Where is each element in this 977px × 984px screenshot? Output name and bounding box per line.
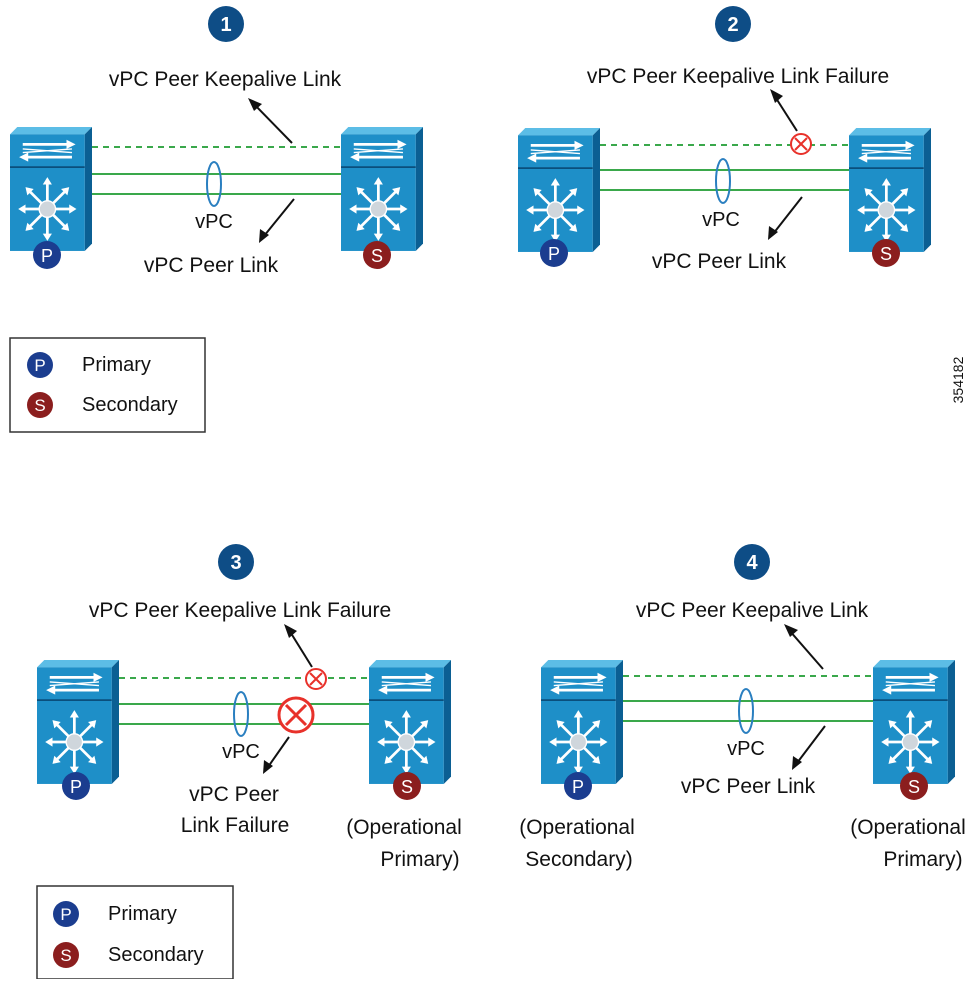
legend-top: P Primary S Secondary (9, 337, 206, 433)
secondary-badge-icon (393, 772, 421, 800)
legend-primary-label: Primary (82, 354, 151, 376)
primary-badge-icon (62, 772, 90, 800)
secondary-badge-letter: S (880, 244, 892, 264)
primary-switch (518, 128, 600, 252)
primary-badge-icon (33, 241, 61, 269)
legend-secondary-letter: S (34, 396, 45, 415)
failure-x-icon (790, 133, 812, 155)
arrowhead-icon (263, 760, 273, 774)
step-number: 4 (746, 552, 758, 574)
peer-link-callout-arrow (263, 198, 295, 237)
right-role-label: (Operational (346, 816, 462, 839)
step-number: 3 (230, 552, 241, 574)
primary-badge-icon (564, 772, 592, 800)
keepalive-link-label: vPC Peer Keepalive Link (636, 599, 869, 622)
secondary-badge-letter: S (371, 246, 383, 266)
step-number: 2 (727, 14, 738, 36)
panel-2: 2 vPC Peer Keepalive Link Failure vPC vP… (518, 6, 931, 273)
right-role-label-line2: Primary) (380, 848, 459, 871)
step-number-icon (734, 544, 770, 580)
failure-x-icon (305, 668, 327, 690)
keepalive-callout-arrow (251, 101, 293, 144)
arrowhead-icon (248, 98, 262, 111)
keepalive-link-label: vPC Peer Keepalive Link Failure (587, 65, 889, 88)
peer-link-label: vPC Peer Link (681, 775, 816, 798)
peer-link-callout-arrow (796, 725, 826, 764)
primary-badge-icon (53, 901, 79, 927)
vpc-bundle-ellipse (233, 691, 249, 737)
arrowhead-icon (259, 229, 269, 243)
peer-link-label: vPC Peer (189, 783, 279, 806)
vpc-bundle-ellipse (715, 158, 731, 204)
keepalive-link-label: vPC Peer Keepalive Link (109, 68, 342, 91)
left-role-label-line2: Secondary) (525, 848, 632, 871)
arrowhead-icon (784, 624, 798, 637)
peer-link-label: vPC Peer Link (144, 254, 279, 277)
peer-link-callout-arrow (772, 196, 803, 235)
keepalive-callout-arrow (788, 629, 824, 670)
secondary-badge-letter: S (401, 777, 413, 797)
vpc-bundle-ellipse (738, 688, 754, 734)
primary-switch (37, 660, 119, 784)
secondary-badge-letter: S (908, 777, 920, 797)
legend-primary-letter: P (60, 905, 71, 924)
legend-secondary-label: Secondary (108, 944, 204, 966)
legend-primary-letter: P (34, 356, 45, 375)
secondary-badge-icon (53, 942, 79, 968)
legend-secondary-label: Secondary (82, 394, 178, 416)
legend-bottom: P Primary S Secondary (36, 885, 234, 980)
primary-badge-icon (540, 239, 568, 267)
vpc-bundle-ellipse (206, 161, 222, 207)
step-number-icon (218, 544, 254, 580)
arrowhead-icon (770, 89, 783, 103)
primary-switch (541, 660, 623, 784)
secondary-badge-icon (900, 772, 928, 800)
arrowhead-icon (768, 226, 778, 240)
keepalive-link-label: vPC Peer Keepalive Link Failure (89, 599, 391, 622)
secondary-switch (369, 660, 451, 784)
failure-x-icon (277, 696, 315, 734)
figure-id: 354182 (950, 356, 966, 403)
arrowhead-icon (792, 756, 802, 770)
primary-switch (10, 127, 92, 251)
left-role-label: (Operational (519, 816, 635, 839)
primary-badge-letter: P (572, 777, 584, 797)
step-number-icon (208, 6, 244, 42)
panel-1: 1 vPC Peer Keepalive Link vPC vPC Peer L… (10, 6, 423, 277)
secondary-switch (873, 660, 955, 784)
primary-badge-letter: P (70, 777, 82, 797)
secondary-badge-icon (872, 239, 900, 267)
vpc-label: vPC (702, 209, 740, 231)
primary-badge-letter: P (41, 246, 53, 266)
right-role-label: (Operational (850, 816, 966, 839)
legend-primary-label: Primary (108, 903, 177, 925)
peer-link-callout-arrow (267, 736, 290, 768)
secondary-switch (849, 128, 931, 252)
legend-secondary-letter: S (60, 946, 71, 965)
secondary-badge-icon (27, 392, 53, 418)
panel-3: 3 vPC Peer Keepalive Link Failure vPC vP… (37, 544, 462, 871)
vpc-label: vPC (222, 741, 260, 763)
keepalive-callout-arrow (773, 94, 798, 132)
step-number: 1 (220, 14, 231, 36)
secondary-switch (341, 127, 423, 251)
keepalive-callout-arrow (288, 629, 313, 668)
vpc-label: vPC (195, 211, 233, 233)
primary-badge-icon (27, 352, 53, 378)
step-number-icon (715, 6, 751, 42)
peer-link-label-line2: Link Failure (181, 814, 290, 837)
right-role-label-line2: Primary) (883, 848, 962, 871)
panel-4: 4 vPC Peer Keepalive Link vPC vPC Peer L… (519, 544, 966, 871)
primary-badge-letter: P (548, 244, 560, 264)
arrowhead-icon (284, 624, 297, 638)
secondary-badge-icon (363, 241, 391, 269)
vpc-label: vPC (727, 738, 765, 760)
peer-link-label: vPC Peer Link (652, 250, 787, 273)
